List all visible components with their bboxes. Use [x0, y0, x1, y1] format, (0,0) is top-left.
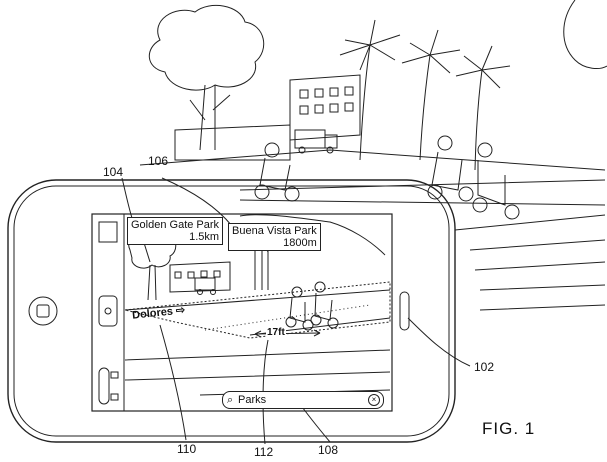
clear-icon[interactable]: ×: [368, 394, 380, 406]
search-input[interactable]: Parks: [238, 394, 267, 406]
ref-102: 102: [474, 360, 495, 374]
ref-104: 104: [103, 165, 124, 179]
photo-mode-icon: [110, 371, 119, 379]
street-overlay: [124, 281, 391, 339]
background-scene: [139, 0, 607, 311]
golden-gate-distance: 1.5km: [189, 231, 220, 243]
golden-gate-callout[interactable]: Golden Gate Park 1.5km: [127, 217, 224, 245]
speaker-slot: [399, 291, 410, 331]
ref-106: 106: [148, 154, 169, 168]
thumbnail-button[interactable]: [98, 221, 118, 243]
camera-controls: [98, 221, 119, 405]
video-mode-icon: [110, 393, 119, 401]
street-arrow-icon: ⇨: [175, 304, 186, 318]
buena-vista-callout[interactable]: Buena Vista Park 1800m: [228, 223, 321, 251]
distance-marker-arrow: [254, 329, 321, 338]
palm-trees: [339, 19, 511, 171]
search-bar[interactable]: ⌕ Parks ×: [222, 391, 384, 409]
magnifier-icon: ⌕: [227, 394, 234, 406]
camera-icon: [104, 307, 112, 315]
screen: [91, 213, 393, 412]
home-button[interactable]: [28, 296, 58, 326]
ref-108: 108: [318, 443, 339, 457]
buena-vista-distance: 1800m: [283, 237, 317, 249]
distance-marker: 17ft: [266, 327, 286, 338]
shutter-button[interactable]: [98, 295, 118, 327]
photo-video-toggle[interactable]: [98, 367, 110, 405]
ref-112: 112: [254, 445, 274, 459]
figure-label: FIG. 1: [482, 419, 536, 438]
golden-gate-name: Golden Gate Park: [131, 219, 220, 231]
phone-body: [7, 179, 456, 443]
buena-vista-name: Buena Vista Park: [232, 225, 317, 237]
ref-110: 110: [177, 442, 197, 456]
